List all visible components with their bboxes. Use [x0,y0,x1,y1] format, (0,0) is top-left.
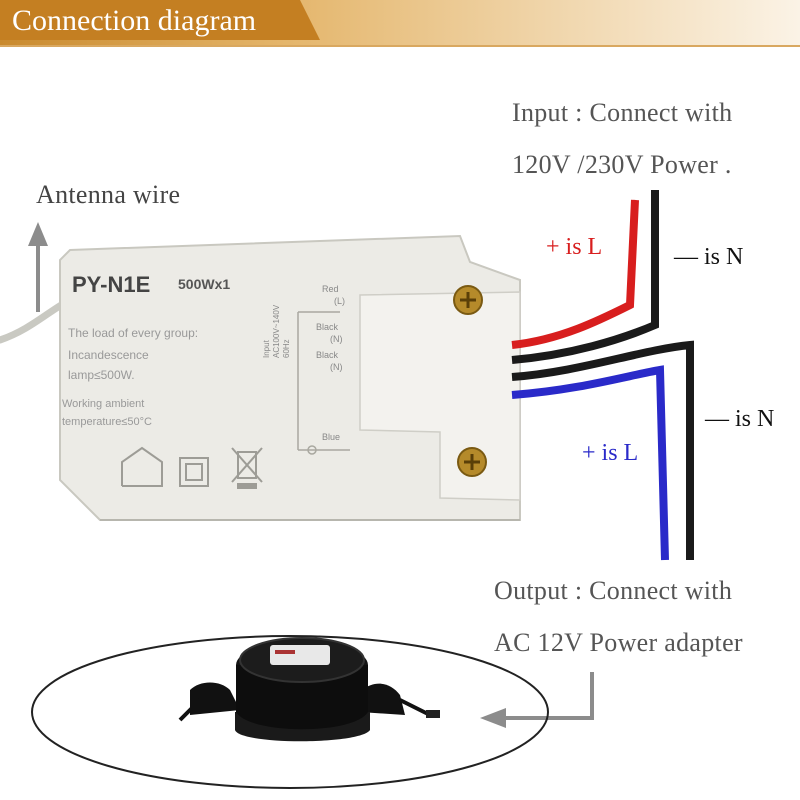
red-terminal-sub: (L) [334,296,345,306]
input-line-1: Input : Connect with [512,98,733,127]
antenna-label: Antenna wire [36,180,181,209]
screw-icon [457,447,487,477]
power-adapter-image [178,637,440,742]
input-spec: Input AC100V~140V 60Hz [262,305,292,358]
device-desc-2: Incandescence [68,348,149,362]
output-line-1: Output : Connect with [494,576,733,605]
output-live-label: + is L [582,440,639,466]
blue-terminal-label: Blue [322,432,341,442]
device-desc-1: The load of every group: [68,326,199,340]
crossed-bin-icon [231,447,263,489]
input-live-label: + is L [546,234,603,260]
adapter-frame [31,635,549,789]
input-spec-1: Input [262,340,271,358]
input-spec-3: 60Hz [282,339,291,358]
input-neutral-label: — is N [674,244,744,270]
black2-terminal-sub: (N) [330,362,343,372]
header-banner [0,0,800,47]
black2-terminal-label: Black [316,350,339,360]
black1-terminal-label: Black [316,322,339,332]
wire-bundle [511,190,694,561]
device-body [59,234,521,521]
page-title: Connection diagram [12,4,257,37]
device-desc-5: temperature≤50°C [62,416,152,428]
screw-icon [453,285,483,315]
device-desc-3: lamp≤500W. [68,368,135,382]
arrow-up-icon [28,222,48,312]
house-icon [121,446,163,487]
device-rating: 500Wx1 [178,276,231,292]
red-terminal-label: Red [322,284,339,294]
double-square-icon [179,457,209,487]
device-model: PY-N1E [72,272,151,297]
input-spec-2: AC100V~140V [272,304,281,358]
device-desc-4: Working ambient [62,398,145,410]
output-line-2: AC 12V Power adapter [494,628,743,657]
output-neutral-label: — is N [705,406,775,432]
black1-terminal-sub: (N) [330,334,343,344]
input-line-2: 120V /230V Power . [512,150,732,179]
arrow-left-icon [480,672,594,728]
